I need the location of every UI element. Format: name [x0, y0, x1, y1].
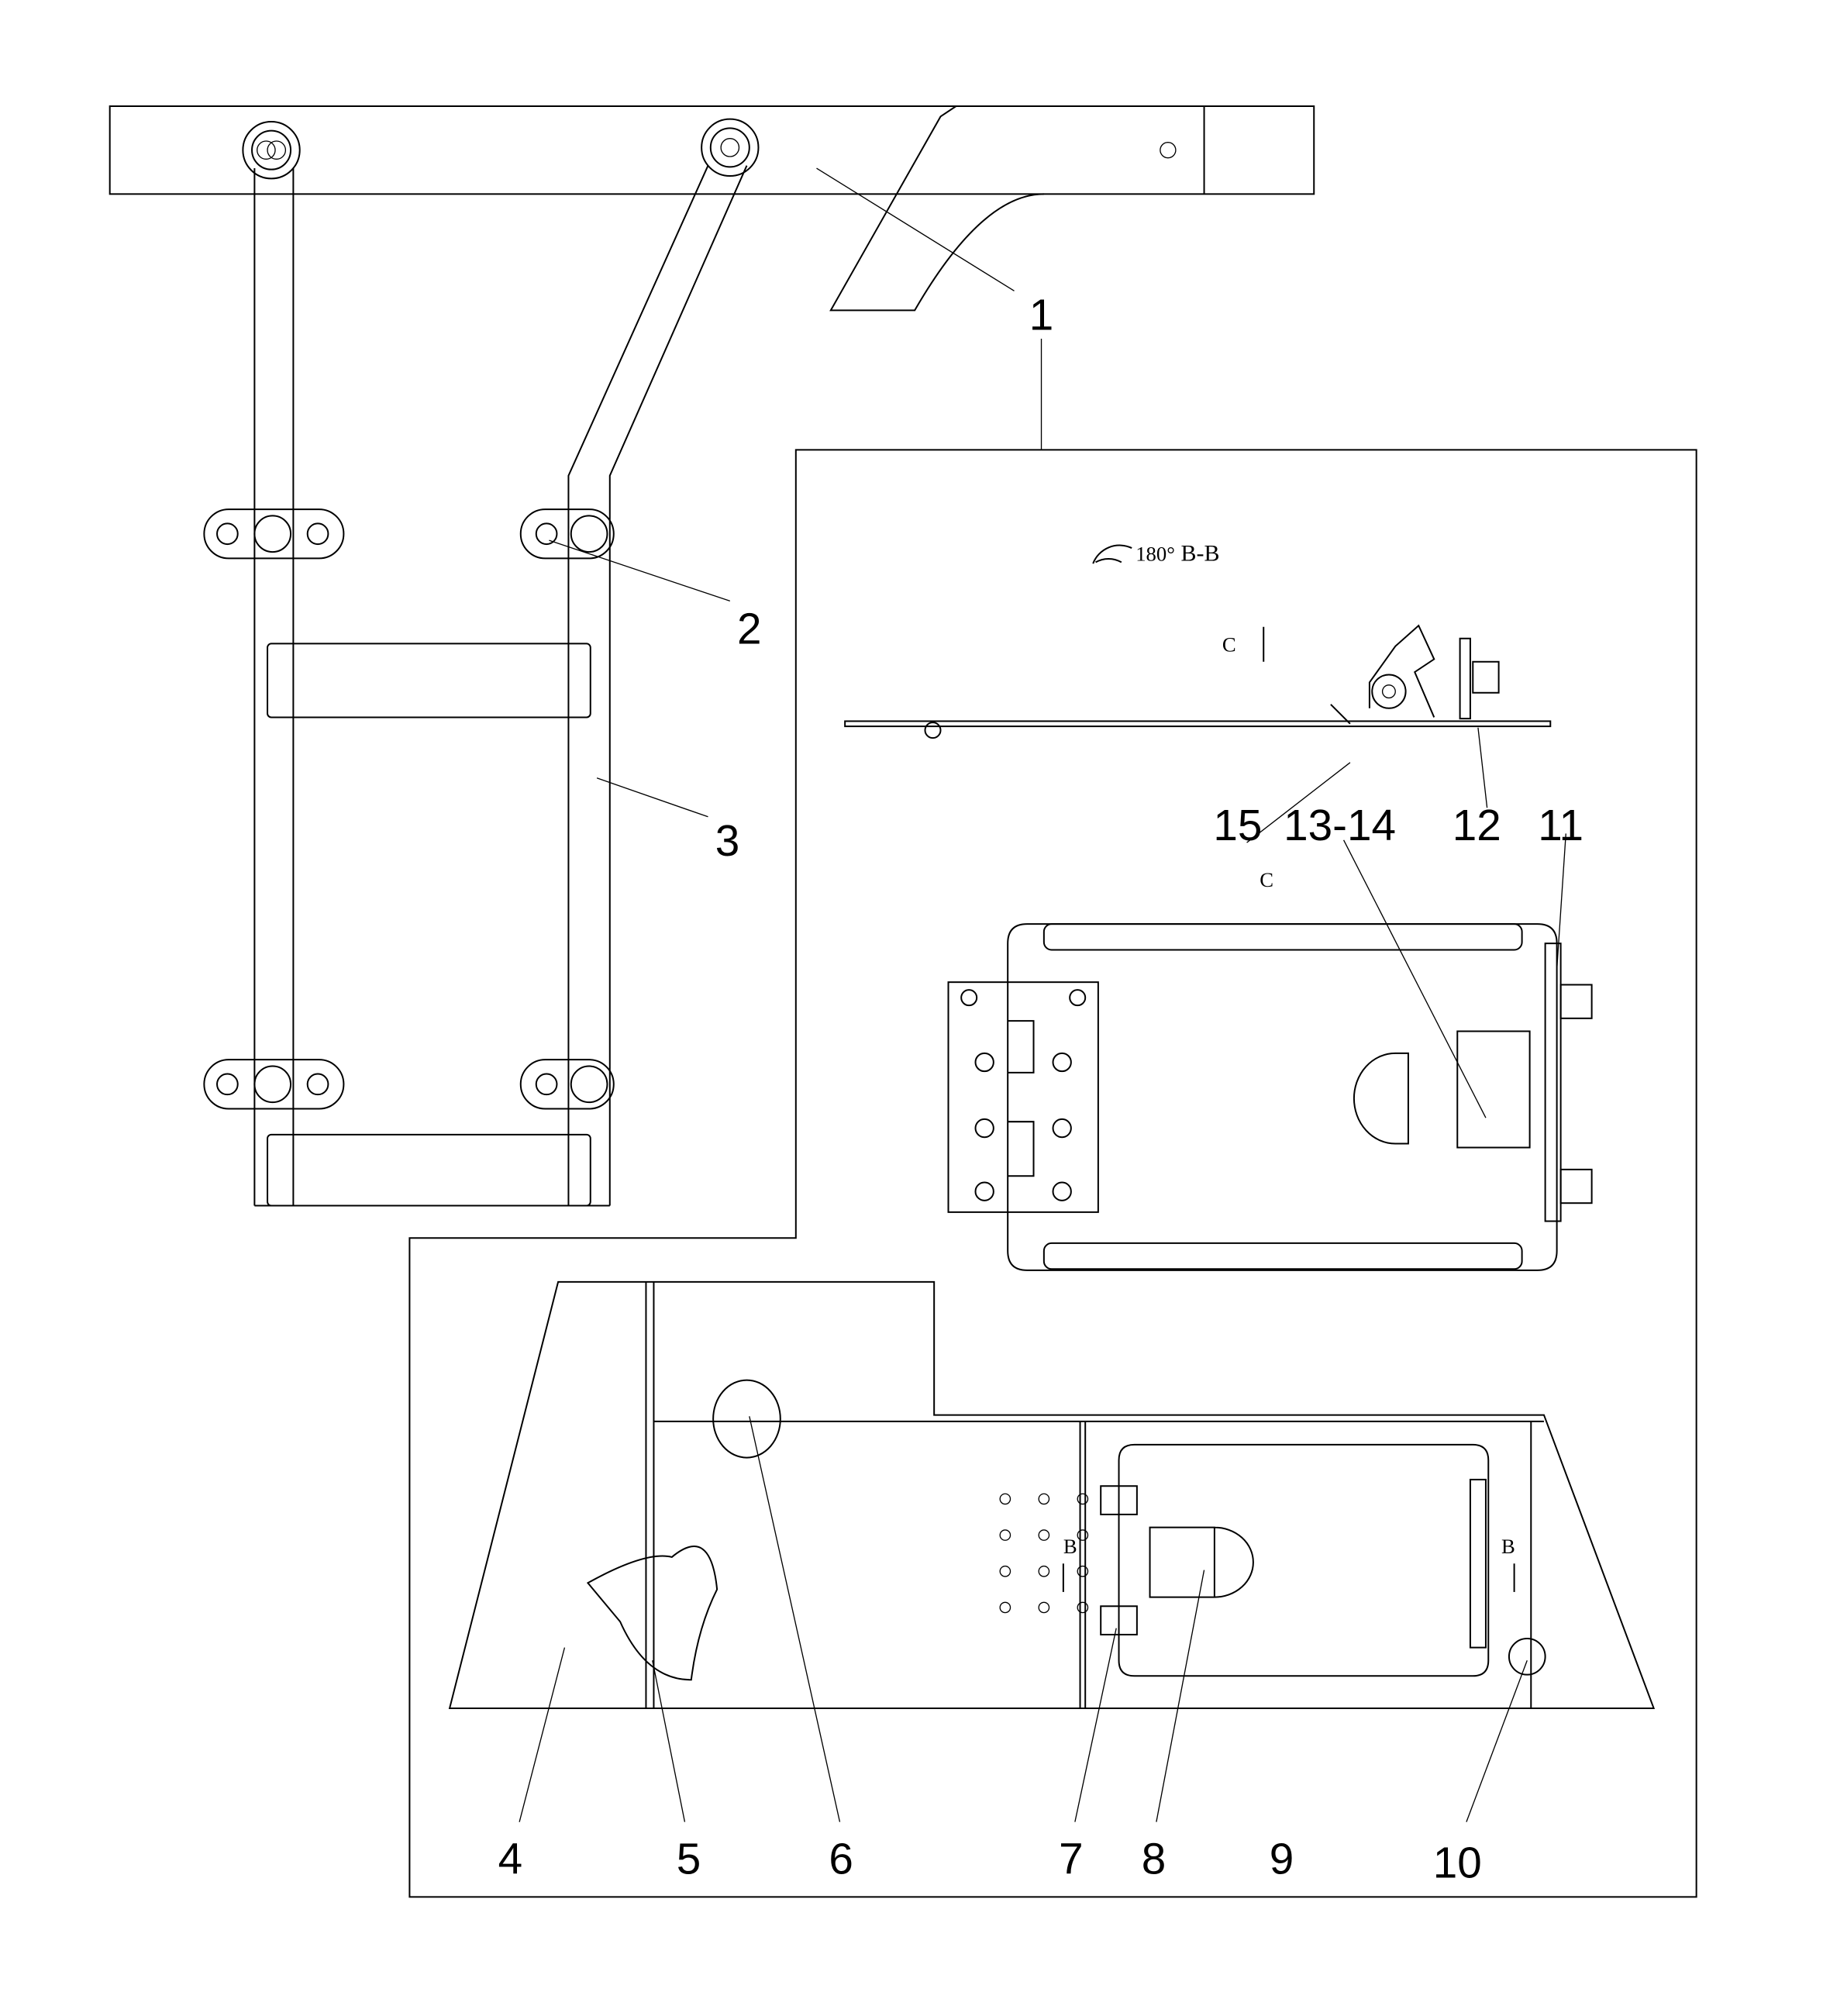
callout-1: 1 — [1029, 291, 1054, 339]
callout-2: 2 — [737, 605, 762, 653]
top-beam — [109, 105, 1315, 312]
mount-bracket-lower-left — [203, 1059, 345, 1110]
detail-frame — [408, 449, 1697, 1898]
section-c-arrow-label: C — [1222, 632, 1236, 656]
callout-11: 11 — [1538, 801, 1583, 850]
leader-lines — [519, 167, 1566, 1822]
callout-9: 9 — [1270, 1835, 1294, 1883]
callout-10: 10 — [1433, 1839, 1482, 1887]
callout-13-14: 13-14 — [1284, 801, 1396, 850]
mount-bracket-upper-right — [519, 508, 615, 560]
callout-8: 8 — [1142, 1835, 1167, 1883]
section-c-view: C — [947, 868, 1593, 1271]
callout-6: 6 — [829, 1835, 853, 1883]
section-b-left-label: B — [1063, 1535, 1077, 1558]
callout-labels: 1 2 3 4 5 6 7 8 9 10 11 12 13-14 15 — [498, 291, 1583, 1887]
view-label: B-B — [1181, 541, 1220, 567]
section-b-right-label: B — [1501, 1535, 1515, 1558]
mount-bracket-lower-right — [519, 1059, 615, 1110]
callout-3: 3 — [715, 817, 740, 866]
ladder — [203, 165, 748, 1207]
callout-12: 12 — [1453, 801, 1501, 850]
callout-5: 5 — [677, 1835, 701, 1883]
section-c-view-label: C — [1260, 868, 1273, 891]
rotation-label: 180° — [1135, 543, 1175, 566]
front-view: B B — [448, 1280, 1656, 1709]
callout-4: 4 — [498, 1835, 523, 1883]
section-bb-view: 180° B-B C — [844, 541, 1552, 739]
mount-bracket-upper-left — [203, 508, 345, 560]
callout-7: 7 — [1059, 1835, 1084, 1883]
callout-15: 15 — [1213, 801, 1262, 850]
